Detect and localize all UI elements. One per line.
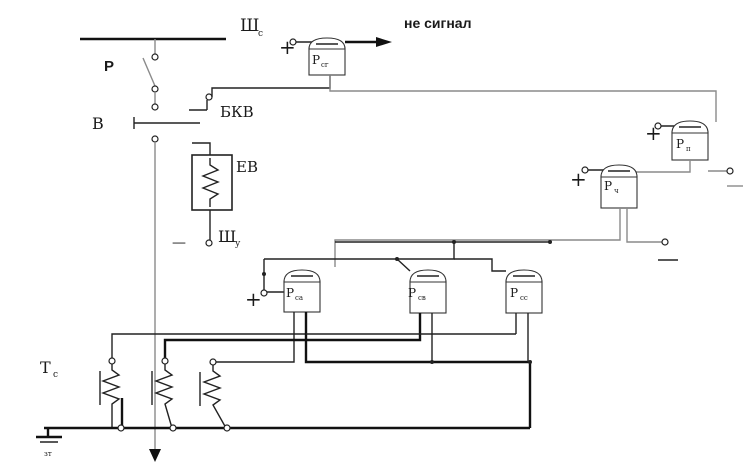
rsg-label-sub: сг xyxy=(321,61,329,69)
rch-label: Р xyxy=(604,179,612,193)
rss-body xyxy=(505,280,543,314)
rss-label-sub: сс xyxy=(520,294,528,302)
rsa-plus-sign: + xyxy=(245,287,262,311)
feeder-arrow-icon xyxy=(149,449,161,462)
ct-wire-a xyxy=(216,312,295,363)
rsa-label-sub: са xyxy=(295,294,303,302)
ct-b-winding xyxy=(154,364,174,429)
bkv-label: БКВ xyxy=(220,103,254,121)
ct-b-term xyxy=(161,357,169,365)
main-bus-label: Ш xyxy=(240,16,259,36)
ct-wire-b-upper xyxy=(111,312,307,358)
disconnector-term-top xyxy=(151,53,159,61)
main-bus-label-sub: с xyxy=(258,29,263,39)
rsa-label: Р xyxy=(286,286,294,300)
rch-minus-term xyxy=(661,238,669,246)
rp-plus-sign: + xyxy=(645,121,662,145)
trip-coil-label: ЕВ xyxy=(236,158,258,176)
ground-node-c xyxy=(223,424,231,432)
trip-coil-wire-top xyxy=(192,142,211,155)
breaker-label: В xyxy=(92,114,104,133)
ct-c-winding xyxy=(202,365,227,429)
rp-label-sub: п xyxy=(686,145,691,153)
rp-body xyxy=(671,131,709,161)
rp-plus-term xyxy=(654,122,662,130)
rch-plus-term xyxy=(581,166,589,174)
trip-coil-box xyxy=(191,154,233,211)
disconnector-label: Р xyxy=(104,58,114,75)
rp-to-rch-wire xyxy=(628,160,691,173)
rch-to-bus-wire xyxy=(334,208,621,267)
signal-label: не сигнал xyxy=(404,15,472,31)
rsa-supply-junction xyxy=(262,272,266,276)
junction-sum xyxy=(528,360,532,364)
rsv-label-sub: св xyxy=(418,294,426,302)
breaker-term-bottom xyxy=(151,135,159,143)
ct-c-term xyxy=(209,358,217,366)
ct-wire-b-lower xyxy=(163,313,422,358)
rch-plus-sign: + xyxy=(570,167,587,191)
rp-label: Р xyxy=(676,137,684,151)
rsa-plus-term xyxy=(260,289,268,297)
ct-a-winding xyxy=(101,364,121,428)
control-bus-label-sub: у xyxy=(235,239,241,249)
signal-arrow-icon xyxy=(376,37,392,47)
rch-minus-wire xyxy=(626,208,662,243)
control-bus-label: Ш xyxy=(218,227,236,246)
rss-label: Р xyxy=(510,286,518,300)
rsg-to-rp-wire xyxy=(329,75,717,122)
disconnector-term-bottom xyxy=(151,85,159,93)
rss-supply xyxy=(454,258,506,272)
breaker-term-top xyxy=(151,103,159,111)
disconnector-blade xyxy=(142,57,156,87)
bkv-wire xyxy=(211,72,331,97)
rp-minus-term xyxy=(726,167,734,175)
ct-label-sub: с xyxy=(53,370,58,380)
rsv-label: Р xyxy=(408,286,416,300)
ground-node-a xyxy=(117,424,125,432)
rsg-plus-term xyxy=(289,38,297,46)
junction-upper-2 xyxy=(548,240,552,244)
relay-middle-bus xyxy=(264,242,455,260)
junction-sv xyxy=(430,360,434,364)
trip-coil-winding xyxy=(201,158,220,207)
rsg-plus-sign: + xyxy=(279,35,296,59)
rsg-label: Р xyxy=(312,53,320,67)
ct-wire-sum xyxy=(304,312,532,428)
ground-node-b xyxy=(169,424,177,432)
rch-label-sub: ч xyxy=(614,187,619,195)
ct-a-term xyxy=(108,357,116,365)
control-bus-minus: — xyxy=(172,235,186,251)
ct-label: Т xyxy=(40,358,51,377)
rsv-supply xyxy=(396,258,411,272)
control-bus-term xyxy=(205,239,213,247)
bkv-term xyxy=(205,93,213,101)
ground-label-sub: зт xyxy=(44,450,52,458)
rsg-body xyxy=(308,47,346,76)
